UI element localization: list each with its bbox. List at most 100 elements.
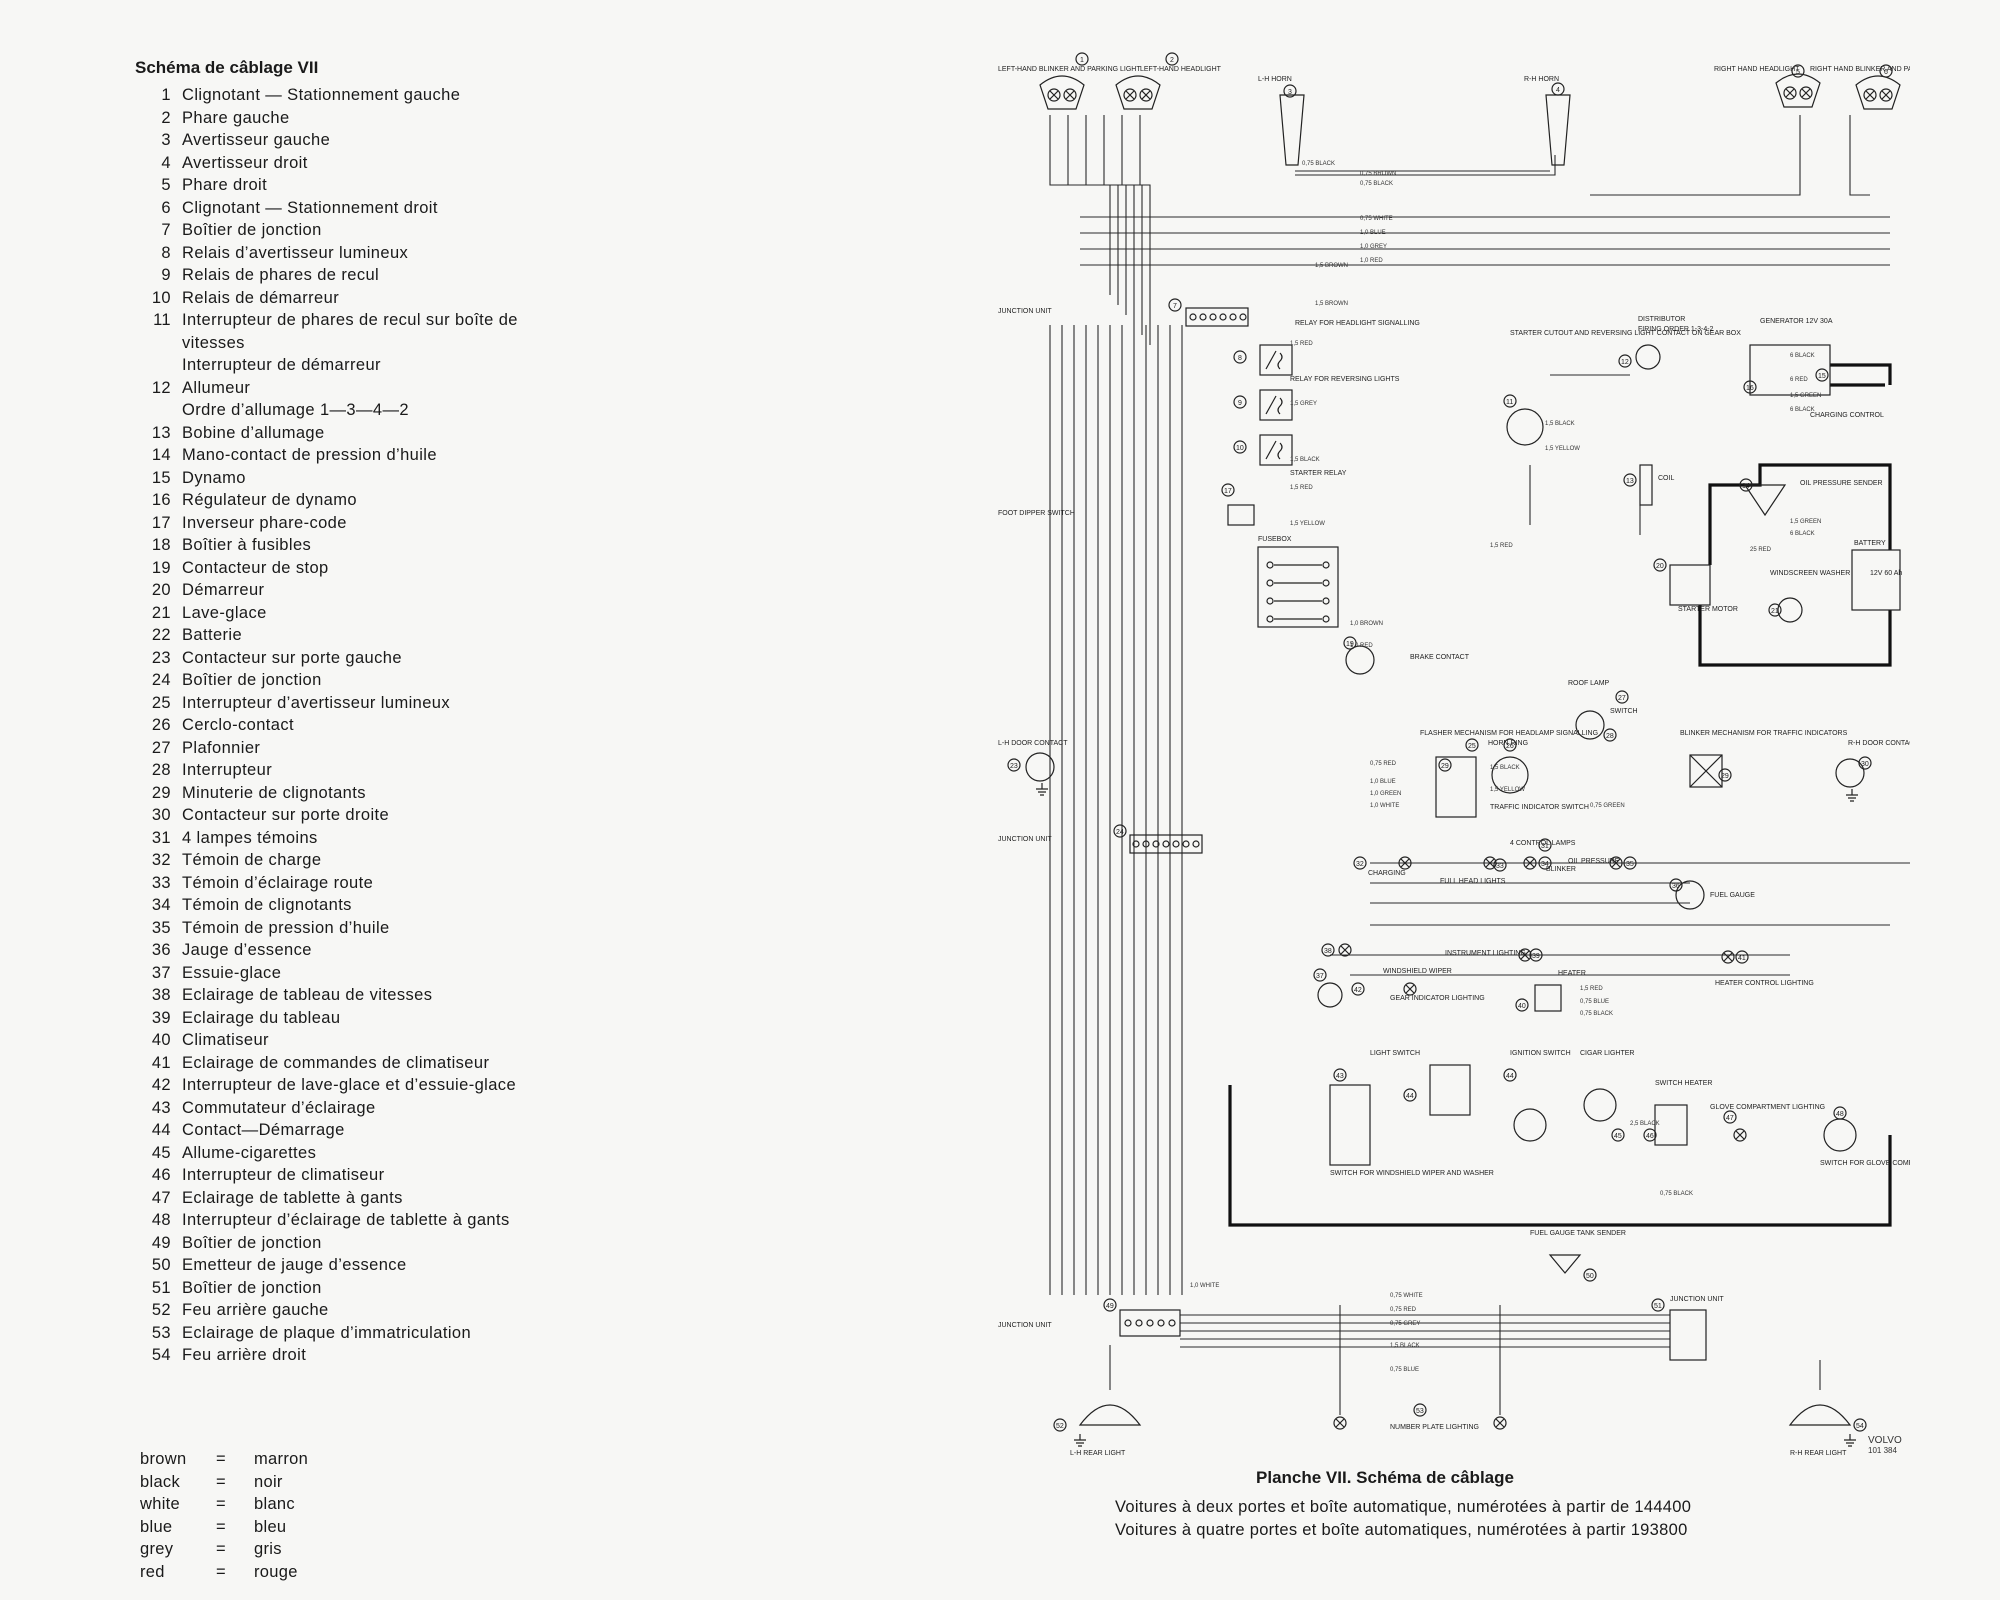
legend-item: 24 Boîtier de jonction (135, 669, 595, 692)
legend-item: vitesses (135, 332, 595, 355)
legend-item-label: Interrupteur de lave-glace et d’essuie-g… (182, 1076, 517, 1094)
junction-unit-51 (1669, 1309, 1707, 1361)
legend-item-label: Mano-contact de pression d’huile (182, 446, 437, 464)
legend-item-number: 38 (151, 986, 171, 1004)
wire-label: 1,0 GREY (1360, 244, 1387, 250)
color-legend-row: brown=marron (140, 1448, 380, 1471)
legend-item-label: Régulateur de dynamo (182, 491, 357, 509)
label-charging-control: CHARGING CONTROL (1810, 412, 1884, 419)
component-number-circle (1075, 52, 1089, 66)
legend-item-number: 24 (151, 671, 171, 689)
legend-item-label: Minuterie de clignotants (182, 783, 366, 802)
legend-item-number: 15 (151, 468, 171, 487)
label-junction-unit: JUNCTION UNIT (998, 1322, 1052, 1329)
label-fusebox: FUSEBOX (1258, 536, 1292, 543)
gear-indicator-light (1405, 984, 1415, 994)
steering-column-switch (1491, 756, 1529, 794)
legend-item-label: Avertisseur droit (182, 153, 308, 172)
color-name-french: marron (254, 1450, 309, 1468)
left-blinker-lamp-icon (1065, 90, 1075, 100)
wire-label: 1,0 RED (1350, 643, 1373, 649)
wire-label: 0,75 BLACK (1302, 161, 1335, 167)
speedometer-light (1338, 943, 1352, 957)
legend-item-label: Témoin d’éclairage route (182, 873, 374, 892)
right-headlight-icon (1799, 86, 1813, 100)
wire-label: 0,75 BLUE (1580, 999, 1609, 1005)
wire (1049, 115, 1111, 295)
legend-item-number: 34 (151, 896, 171, 914)
legend-item-number (135, 354, 182, 377)
label-rh-rear: R-H REAR LIGHT (1790, 1450, 1847, 1457)
color-name-english: grey (140, 1540, 174, 1558)
component-number: 49 (1106, 1303, 1114, 1310)
legend-item-number: 17 (151, 513, 171, 532)
legend-item-label: Eclairage de tablette à gants (182, 1188, 403, 1207)
component-number-circle (1623, 473, 1637, 487)
component-number: 50 (1586, 1273, 1594, 1280)
wire (1370, 862, 1910, 926)
ground-icon (1844, 1434, 1856, 1447)
label-starter-relay: STARTER RELAY (1290, 470, 1347, 477)
legend-item-label: Ordre d’allumage 1—3—4—2 (182, 401, 409, 419)
component-number: 28 (1606, 733, 1614, 740)
component-number-circle (1113, 824, 1127, 838)
legend-item-number: 51 (151, 1278, 171, 1297)
label-windscreen-washer: WINDSCREEN WASHER (1770, 570, 1850, 577)
wire-label: 0,75 BLACK (1360, 181, 1393, 187)
wire (1590, 115, 1870, 196)
legend-item: 53 Eclairage de plaque d’immatriculation (135, 1322, 595, 1345)
fuse-terminal (1266, 561, 1274, 569)
legend-item-number: 7 (161, 221, 171, 239)
component-number-circle (1651, 1298, 1665, 1312)
legend-item-number: 39 (151, 1008, 171, 1027)
component-number-circle (1815, 368, 1829, 382)
legend-item-label: Feu arrière droit (182, 1346, 307, 1364)
legend-item-label: Commutateur d’éclairage (182, 1098, 376, 1117)
component-number-circle (1103, 1298, 1117, 1312)
legend-item-label: Boîtier de jonction (182, 671, 322, 689)
wire-label: 1,0 BLUE (1360, 230, 1386, 236)
legend-item-label: Essuie-glace (182, 963, 282, 982)
legend-item-number: 8 (161, 243, 171, 262)
label-rh-headlight: RIGHT HAND HEADLIGHT (1714, 66, 1800, 73)
fusebox (1257, 546, 1339, 628)
legend-item-label: Relais de phares de recul (182, 266, 380, 284)
label-lh-rear: L-H REAR LIGHT (1070, 1450, 1126, 1457)
wire-label: 1,5 RED (1580, 986, 1603, 992)
legend-item-label: Eclairage de plaque d’immatriculation (182, 1323, 472, 1342)
wire-label: 6 RED (1790, 377, 1808, 383)
legend-item-label: Phare gauche (182, 108, 290, 127)
component-number-circle (1853, 1418, 1867, 1432)
heavy-cable (1698, 605, 1892, 667)
legend-item-label: Interrupteur de phares de recul sur boît… (182, 311, 518, 329)
legend-item-number: 53 (151, 1323, 171, 1342)
component-number-circle (1643, 1128, 1657, 1142)
wire-label: 0,75 BLACK (1660, 1191, 1693, 1197)
brake-contact-icon (1345, 645, 1375, 675)
glove-switch-icon (1823, 1118, 1857, 1152)
label-windshield-wiper: WINDSHIELD WIPER (1383, 968, 1452, 975)
legend-item-number: 32 (151, 851, 171, 869)
wiper-motor-icon (1317, 982, 1343, 1008)
component-number-circle (1833, 1106, 1847, 1120)
legend-item-label: Allume-cigarettes (182, 1143, 317, 1162)
label-blinker: BLINKER (1546, 866, 1576, 873)
wire (1103, 115, 1135, 325)
legend-item: Interrupteur de démarreur (135, 354, 595, 377)
wire-label: 1,0 GREEN (1370, 791, 1401, 797)
wire-label: 1,5 YELLOW (1490, 787, 1525, 793)
left-blinker-lamp-icon (1039, 75, 1085, 110)
legend-item: 7 Boîtier de jonction (135, 219, 595, 242)
legend-item-label: Boîtier de jonction (182, 221, 322, 239)
component-number: 53 (1416, 1408, 1424, 1415)
legend-item-number: 48 (151, 1211, 171, 1229)
component-number: 26 (1506, 743, 1514, 750)
